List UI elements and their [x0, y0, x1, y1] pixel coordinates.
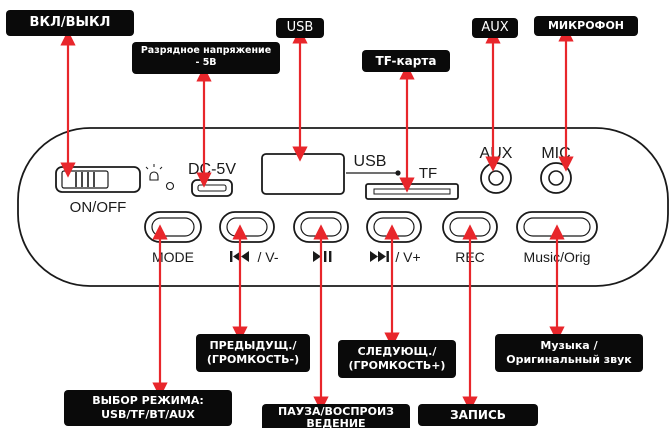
aux-jack [480, 162, 512, 194]
callout-next: СЛЕДУЮЩ./ (ГРОМКОСТЬ+) [338, 340, 456, 378]
led-indicator-icon [145, 164, 175, 191]
callout-record: ЗАПИСЬ [418, 404, 538, 426]
mic-jack [540, 162, 572, 194]
callout-play-pause: ПАУЗА/ВОСПРОИЗ ВЕДЕНИЕ [262, 404, 410, 428]
next-label: / V+ [395, 249, 420, 265]
callout-music-orig: Музыка / Оригинальный звук [495, 334, 643, 372]
callout-tf-card: TF-карта [362, 50, 450, 72]
onoff-label: ON/OFF [70, 199, 127, 216]
callout-prev: ПРЕДЫДУЩ./ (ГРОМКОСТЬ-) [196, 334, 310, 372]
callout-aux: AUX [472, 18, 518, 38]
tf-label: TF [419, 165, 437, 182]
callout-usb: USB [276, 18, 324, 38]
callout-microphone: МИКРОФОН [534, 16, 638, 36]
aux-label: AUX [480, 145, 513, 162]
next-button [366, 211, 422, 243]
prev-label: / V- [257, 249, 278, 265]
usb-label: USB [354, 153, 387, 170]
prev-button [219, 211, 275, 243]
mode-label: MODE [152, 249, 194, 265]
callout-power: ВКЛ/ВЫКЛ [6, 10, 134, 36]
usb-port [261, 153, 345, 195]
power-switch [55, 166, 141, 193]
callout-mode: ВЫБОР РЕЖИМА: USB/TF/BT/AUX [64, 390, 232, 426]
dc-label: DC-5V [188, 161, 236, 178]
mode-button [144, 211, 202, 243]
callout-voltage: Разрядное напряжение - 5В [132, 42, 280, 74]
